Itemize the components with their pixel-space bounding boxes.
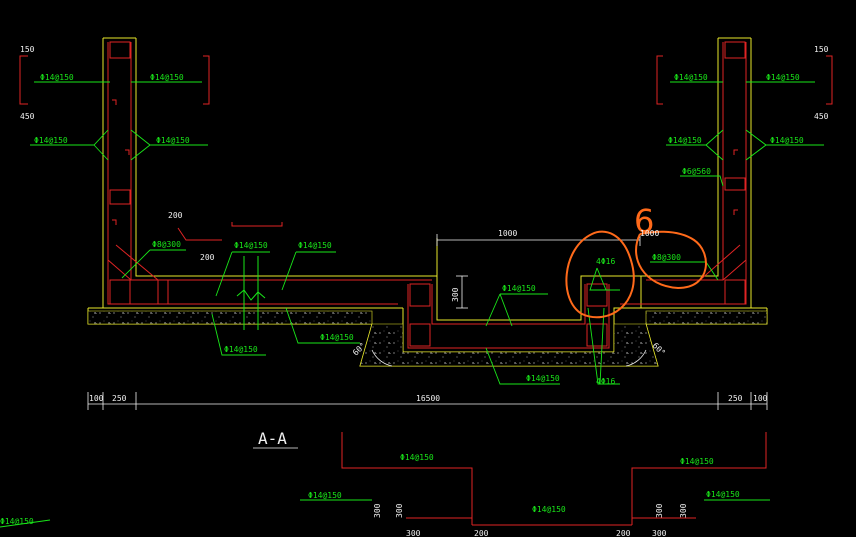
- label-detail-dim-5: 300: [406, 529, 421, 537]
- label-l-inner-2: Φ14@150: [156, 136, 190, 145]
- label-r-wall-mid: 450: [814, 112, 829, 121]
- label-slab-top-2: Φ14@150: [298, 241, 332, 250]
- label-l-outer-2: Φ14@150: [34, 136, 68, 145]
- label-pit-depth: 300: [451, 287, 460, 302]
- label-dim-100-r: 100: [753, 394, 768, 403]
- label-detail-dim-2: 300: [395, 503, 404, 518]
- label-detail-6: Φ14@150: [0, 517, 34, 526]
- label-detail-3: Φ14@150: [308, 491, 342, 500]
- label-detail-2: Φ14@150: [680, 457, 714, 466]
- label-detail-1: Φ14@150: [400, 453, 434, 462]
- text-labels: 150 450 150 450 Φ14@150 Φ14@150 Φ14@150 …: [0, 45, 829, 537]
- label-detail-dim-6: 300: [652, 529, 667, 537]
- label-r-stirrup: Φ6@560: [682, 167, 711, 176]
- label-pit-bot: Φ14@150: [526, 374, 560, 383]
- label-l-outer-1: Φ14@150: [40, 73, 74, 82]
- label-slab-top-1: Φ14@150: [234, 241, 268, 250]
- label-pit-corner-bar: 4Φ16: [596, 257, 615, 266]
- label-detail-5: Φ14@150: [706, 490, 740, 499]
- label-r-inner-1: Φ14@150: [674, 73, 708, 82]
- label-dim-total: 16500: [416, 394, 440, 403]
- label-l-inner-1: Φ14@150: [150, 73, 184, 82]
- label-detail-4: Φ14@150: [532, 505, 566, 514]
- break-line: [236, 256, 266, 330]
- label-pit-top: Φ14@150: [502, 284, 536, 293]
- label-l-wall-mid: 450: [20, 112, 35, 121]
- rebar: [19, 41, 833, 526]
- label-detail-dim-1: 300: [373, 503, 382, 518]
- label-detail-dim-4: 300: [679, 503, 688, 518]
- markup-circle-pit: [565, 230, 635, 319]
- label-detail-dim-3: 300: [655, 503, 664, 518]
- label-slab-bot-1: Φ14@150: [224, 345, 258, 354]
- section-title: A-A: [258, 429, 287, 448]
- label-l-haunch-v: 200: [168, 211, 183, 220]
- label-r-wall-top: 150: [814, 45, 829, 54]
- label-detail-dim-8: 200: [616, 529, 631, 537]
- label-r-inner-2: Φ14@150: [668, 136, 702, 145]
- blinding-hatch: [87, 310, 768, 367]
- label-r-haunch-bar: Φ8@300: [652, 253, 681, 262]
- label-l-haunch-h: 200: [200, 253, 215, 262]
- label-pit-width-2: 1000: [640, 229, 659, 238]
- markup-numeral: 6: [634, 202, 654, 240]
- label-slab-bot-2: Φ14@150: [320, 333, 354, 342]
- label-dim-100-l: 100: [89, 394, 104, 403]
- label-r-outer-2: Φ14@150: [770, 136, 804, 145]
- leader-lines: [0, 81, 824, 528]
- label-pit-corner-bar-2: 4Φ16: [596, 377, 615, 386]
- label-dim-250-r: 250: [728, 394, 743, 403]
- label-detail-dim-7: 200: [474, 529, 489, 537]
- label-pit-width: 1000: [498, 229, 517, 238]
- markup-annotations: [565, 230, 707, 319]
- label-l-wall-top: 150: [20, 45, 35, 54]
- markup-circle-haunch: [635, 230, 707, 290]
- label-dim-250-l: 250: [112, 394, 127, 403]
- label-l-haunch-bar: Φ8@300: [152, 240, 181, 249]
- label-r-outer-1: Φ14@150: [766, 73, 800, 82]
- dimension-lines: [87, 234, 768, 449]
